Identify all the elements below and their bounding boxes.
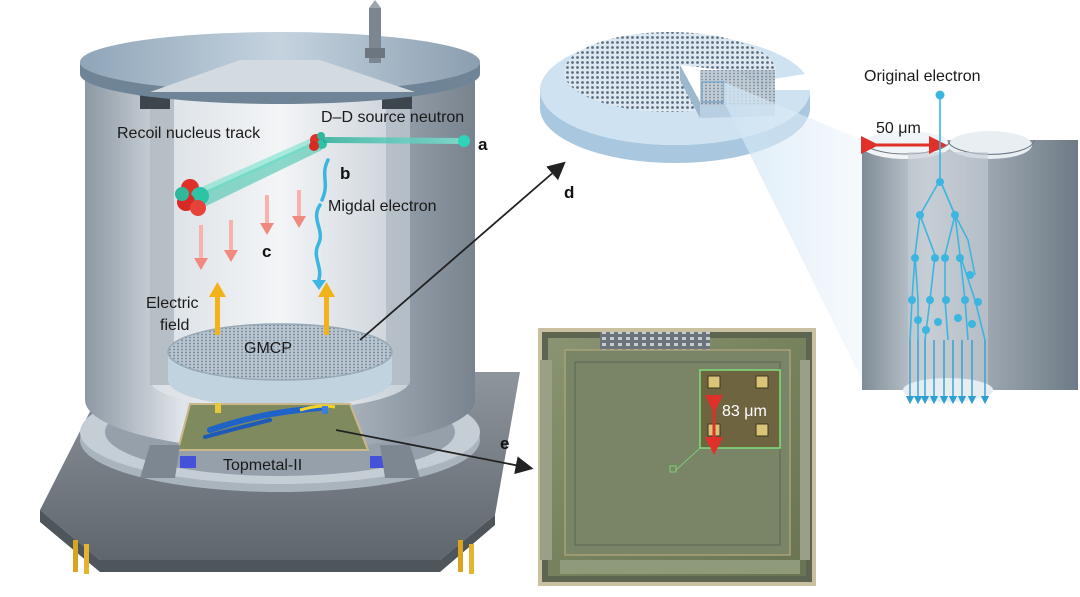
label-pitch-50: 50 μm bbox=[876, 120, 921, 137]
label-electric-field-line1: Electric bbox=[146, 295, 199, 312]
neutron-icon bbox=[458, 135, 470, 147]
pin-2 bbox=[84, 544, 89, 574]
zoom-beam bbox=[724, 82, 862, 380]
label-dd-neutron: D–D source neutron bbox=[321, 109, 465, 126]
pin-1 bbox=[73, 540, 78, 572]
drift-arrows bbox=[194, 190, 306, 270]
output-electron-arrows bbox=[905, 340, 990, 405]
gmcp-disk bbox=[168, 324, 392, 380]
pin-3 bbox=[458, 540, 463, 572]
electron-dots bbox=[908, 90, 982, 334]
label-electric-field-line2: field bbox=[160, 317, 190, 334]
recoil-nucleus-track bbox=[175, 136, 322, 216]
electric-field-arrows bbox=[209, 282, 335, 335]
label-recoil-track: Recoil nucleus track bbox=[117, 125, 261, 142]
label-original-electron: Original electron bbox=[864, 68, 981, 85]
label-gmcp: GMCP bbox=[244, 340, 292, 357]
collision-point bbox=[309, 132, 327, 151]
topmetal-chip-small bbox=[178, 404, 368, 450]
neutron-track bbox=[323, 137, 465, 144]
microchannel-pores bbox=[861, 90, 1078, 405]
panel-letter-a: a bbox=[478, 135, 488, 154]
pin-4 bbox=[469, 544, 474, 574]
topmetal-chip-zoom bbox=[538, 328, 816, 586]
panel-letter-c: c bbox=[262, 242, 272, 261]
label-pixel-83: 83 μm bbox=[722, 403, 767, 420]
detector-assembly bbox=[40, 0, 520, 574]
panel-letter-e: e bbox=[500, 434, 510, 453]
leader-to-chip-zoom bbox=[335, 429, 534, 475]
leader-to-gmcp-zoom bbox=[359, 161, 566, 341]
migdal-electron-path bbox=[320, 158, 330, 202]
panel-letter-b: b bbox=[340, 164, 351, 183]
panel-letter-d: d bbox=[564, 183, 575, 202]
label-migdal-electron: Migdal electron bbox=[328, 198, 437, 215]
label-topmetal: Topmetal-II bbox=[223, 457, 303, 474]
